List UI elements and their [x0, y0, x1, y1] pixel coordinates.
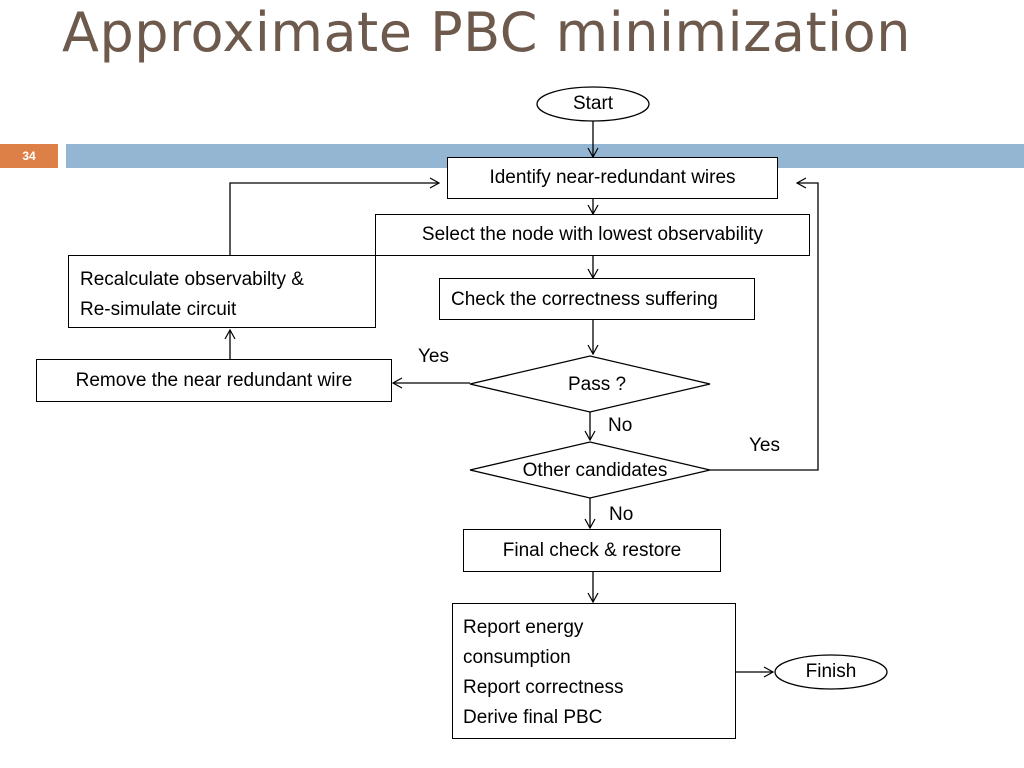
- finish-label: Finish: [805, 661, 857, 682]
- pass-yes-label: Yes: [418, 346, 449, 367]
- start-label: Start: [572, 93, 614, 114]
- report-box: Report energy consumption Report correct…: [452, 603, 736, 739]
- other-yes-label: Yes: [749, 435, 780, 456]
- remove-box: Remove the near redundant wire: [36, 359, 392, 402]
- report-line3: Report correctness: [463, 677, 624, 698]
- other-no-label: No: [609, 504, 634, 525]
- identify-box: Identify near-redundant wires: [447, 157, 778, 199]
- report-line4: Derive final PBC: [463, 707, 603, 728]
- other-candidates-label: Other candidates: [522, 460, 668, 481]
- pass-label: Pass ?: [567, 374, 627, 395]
- check-label: Check the correctness suffering: [451, 289, 718, 310]
- select-label: Select the node with lowest observabilit…: [421, 224, 764, 245]
- final-check-box: Final check & restore: [463, 529, 721, 572]
- recalc-line1: Recalculate observabilty &: [80, 269, 304, 290]
- pass-no-label: No: [608, 415, 633, 436]
- finish-terminal: [774, 654, 888, 690]
- identify-label: Identify near-redundant wires: [489, 167, 736, 188]
- slide-number: 34: [0, 144, 58, 168]
- recalc-line2: Re-simulate circuit: [80, 299, 237, 320]
- arrow-other-identify: [710, 177, 819, 471]
- recalc-box: Recalculate observabilty & Re-simulate c…: [68, 255, 376, 328]
- report-line1: Report energy: [463, 617, 584, 638]
- arrow-recalc-identify: [229, 177, 441, 255]
- final-check-label: Final check & restore: [502, 539, 682, 561]
- check-box: Check the correctness suffering: [439, 278, 755, 320]
- slide-title: Approximate PBC minimization: [62, 1, 911, 64]
- remove-label: Remove the near redundant wire: [75, 369, 353, 391]
- select-box: Select the node with lowest observabilit…: [375, 214, 810, 256]
- report-line2: consumption: [463, 647, 571, 668]
- pass-diamond: [469, 355, 711, 413]
